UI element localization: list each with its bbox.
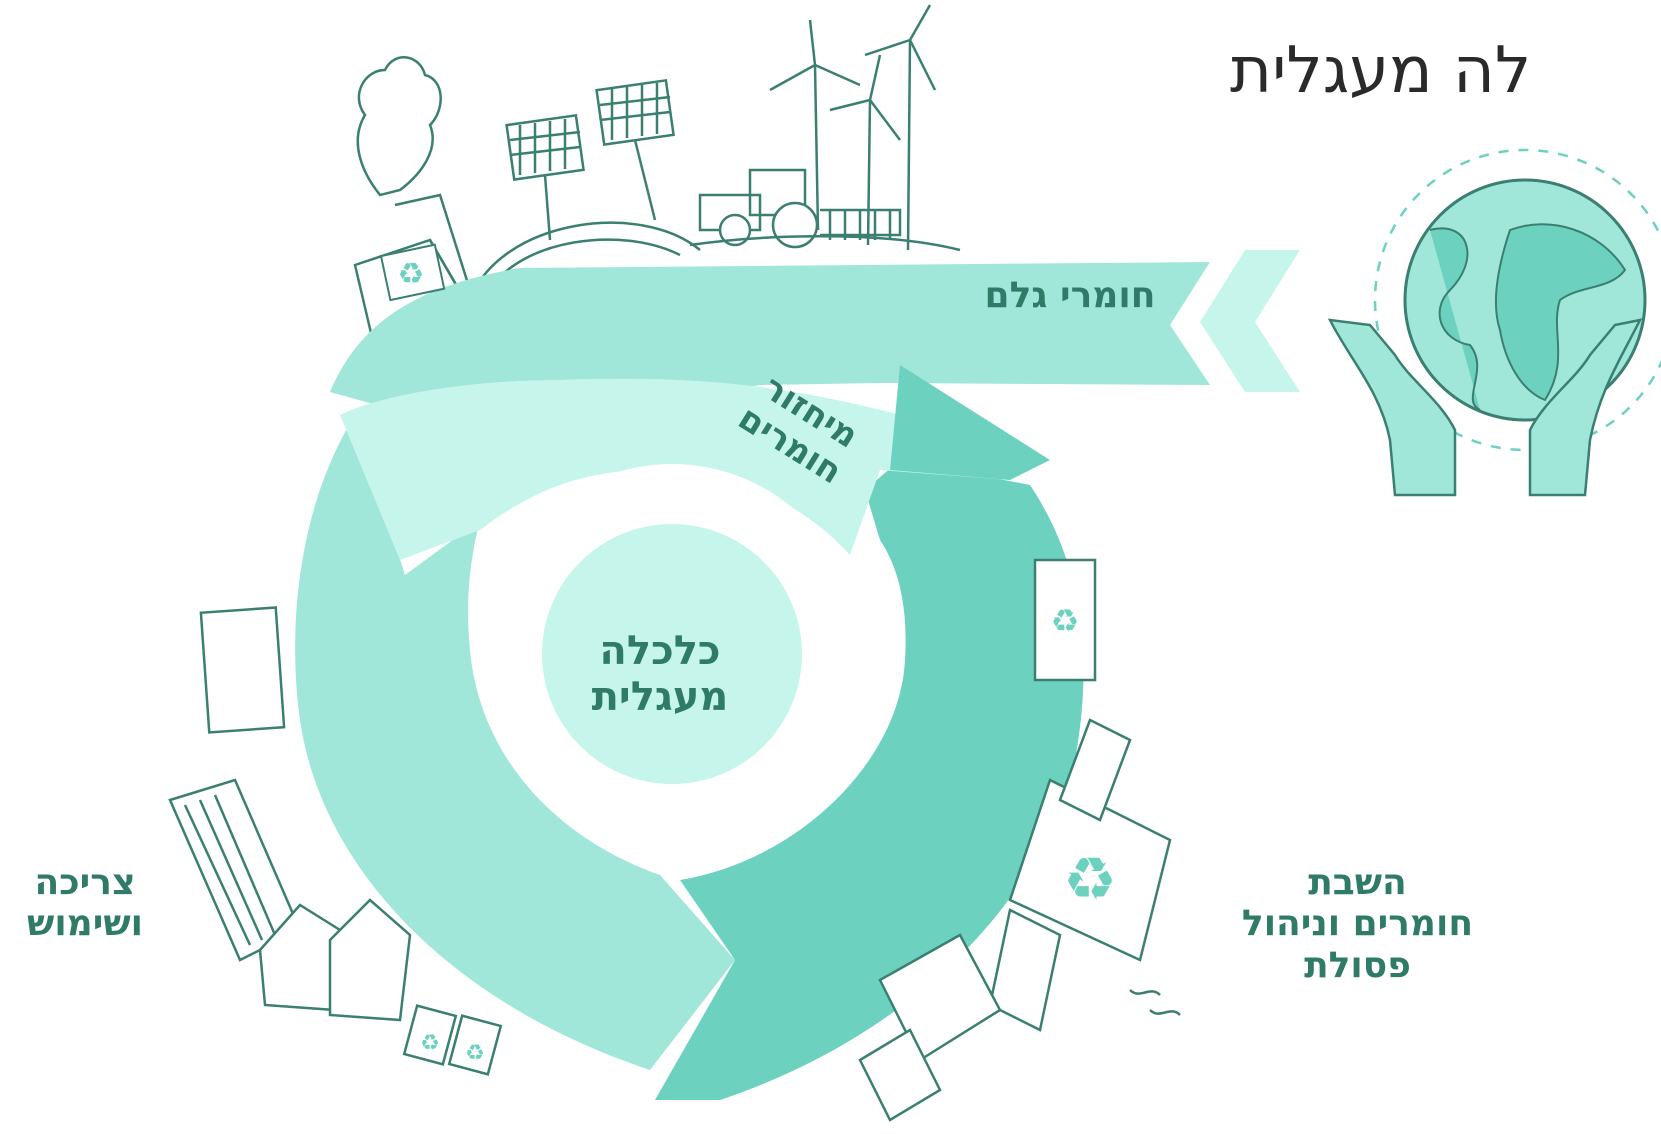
raw-materials-label: חומרי גלם <box>984 275 1156 316</box>
consumption-label-line2: ושימוש <box>27 903 143 945</box>
center-label-line1: כלכלה <box>599 628 721 674</box>
svg-text:♻: ♻ <box>1063 845 1117 915</box>
center-label-line2: מעגלית <box>591 674 729 720</box>
consumption-illustration: ♻ ♻ <box>168 606 503 1076</box>
raw-materials-chevron-1 <box>1200 250 1300 392</box>
waste-label-line2: חומרים וניהול <box>1241 903 1474 945</box>
svg-text:♻: ♻ <box>465 1041 485 1066</box>
recycle-icon: ♻ <box>379 243 446 302</box>
smoke-icon <box>356 56 442 197</box>
waste-illustration: ♻ ♻ <box>858 558 1181 1122</box>
svg-text:♻: ♻ <box>420 1031 440 1056</box>
truck-icon <box>199 606 286 734</box>
page-heading: לה מעגלית <box>1230 34 1532 108</box>
center-circle <box>542 524 802 784</box>
wind-turbine-icon <box>769 4 937 251</box>
solar-panel-icon <box>505 78 675 241</box>
consumption-label: צריכה ושימוש <box>0 862 170 945</box>
waste-label-line3: פסולת <box>1304 944 1411 986</box>
globe-in-hands-icon <box>1327 148 1661 497</box>
consumption-label-line1: צריכה <box>34 862 136 903</box>
svg-text:♻: ♻ <box>1051 602 1080 640</box>
factory-icon <box>1008 778 1172 962</box>
svg-text:♻: ♻ <box>398 257 425 292</box>
waste-label-line1: השבת <box>1308 862 1407 903</box>
waste-label: השבת חומרים וניהול פסולת <box>1225 862 1490 986</box>
center-label: כלכלה מעגלית <box>560 628 760 720</box>
